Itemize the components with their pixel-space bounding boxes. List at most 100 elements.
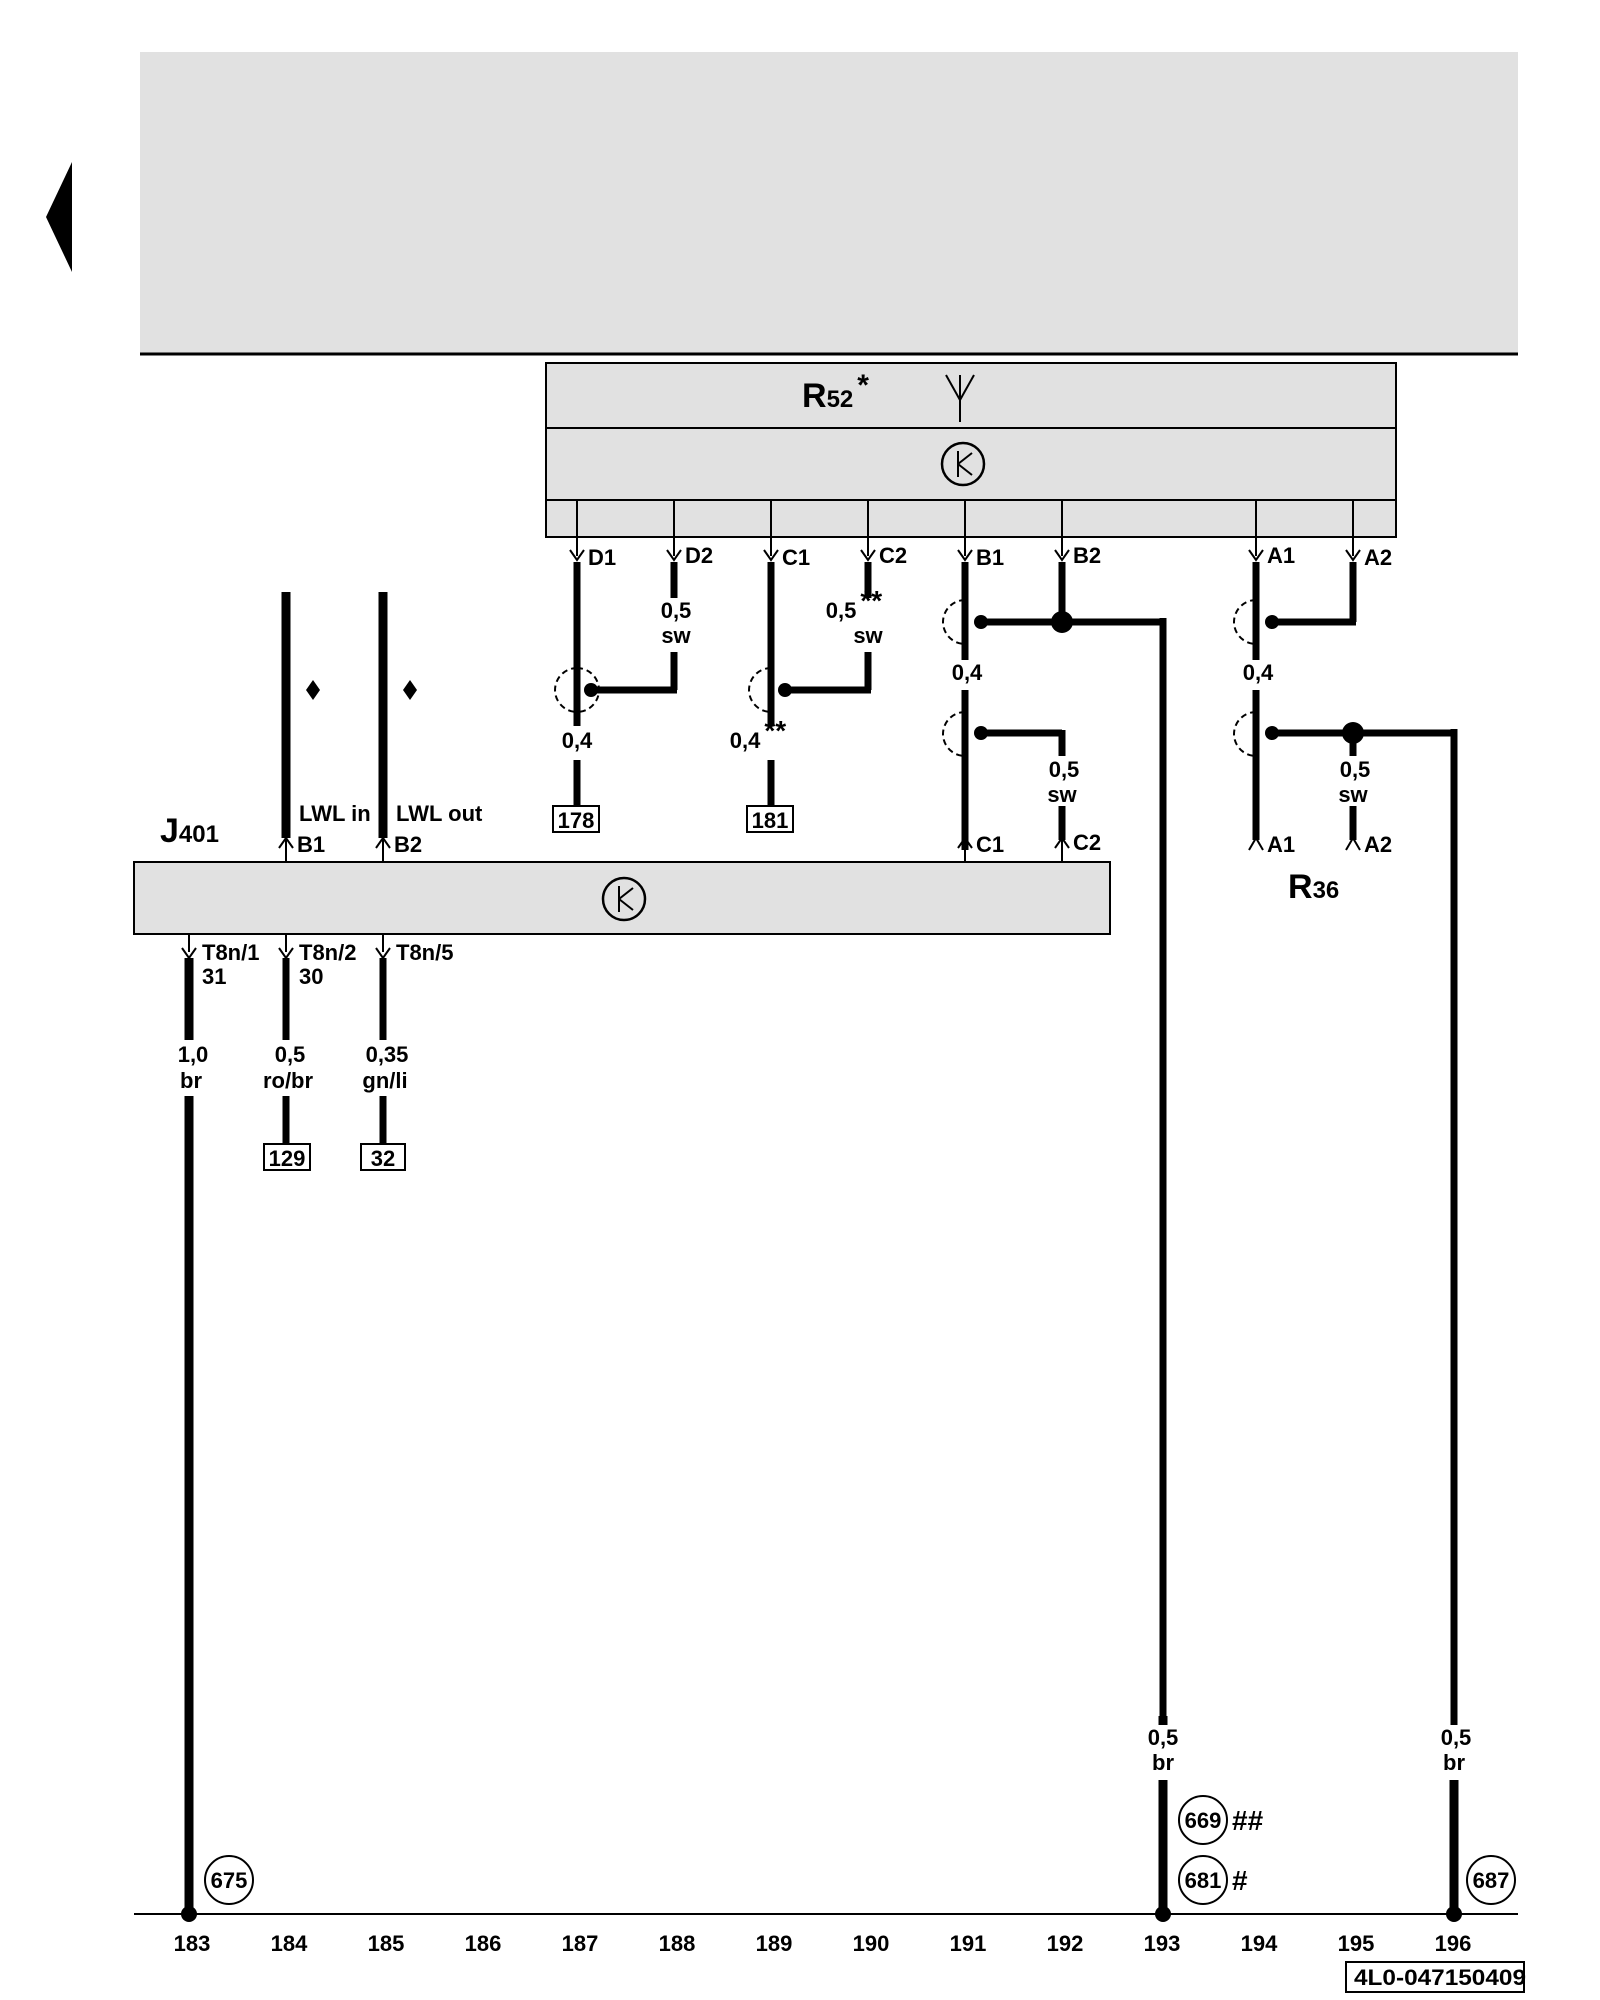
track-number: 185: [368, 1931, 405, 1956]
pin-label: B1: [976, 545, 1004, 570]
pin-label: A1: [1267, 543, 1295, 568]
ground-ref: 687: [1473, 1868, 1510, 1893]
track-number: 195: [1338, 1931, 1375, 1956]
wires-d: 0,4 0,5 sw 178: [552, 562, 692, 833]
wires-b: 0,4 0,5 sw C1 C2: [942, 562, 1167, 1725]
wire-size: 0,4: [1243, 660, 1274, 685]
pin-label: C1: [782, 545, 810, 570]
wire-color: sw: [1338, 782, 1368, 807]
ground-ref: 681: [1185, 1868, 1222, 1893]
ground-mark: #: [1232, 1865, 1248, 1896]
ground-ref: 675: [211, 1868, 248, 1893]
wire-size: 1,0: [178, 1042, 209, 1067]
r36-label-sub: 36: [1313, 877, 1340, 904]
control-unit-icon: [940, 441, 986, 487]
pin-label: B1: [297, 832, 325, 857]
wire-size: 0,5: [1340, 757, 1371, 782]
track-numbers: 183 184 185 186 187 188 189 190 191 192 193 194 195 1…: [174, 1931, 1472, 1956]
j401-component: J401: [133, 812, 1111, 935]
track-number: 196: [1435, 1931, 1472, 1956]
lwl-lines: LWL in LWL out B1 B2: [278, 592, 483, 862]
svg-text:0,5**: 0,5**: [826, 585, 882, 623]
wire-color: br: [1152, 1750, 1174, 1775]
wire-size: 0,5: [1148, 1725, 1179, 1750]
track-number: 183: [174, 1931, 211, 1956]
track-number: 193: [1144, 1931, 1181, 1956]
svg-text:0,4**: 0,4**: [730, 715, 786, 753]
wire-mark: **: [764, 715, 786, 746]
wire-color: ro/br: [263, 1068, 314, 1093]
wire-size: 0,4: [562, 728, 593, 753]
ground-mark: ##: [1232, 1805, 1264, 1836]
r52-component: R52*: [545, 362, 1397, 538]
wire-color: br: [1443, 1750, 1465, 1775]
lwl-out-label: LWL out: [396, 801, 483, 826]
ref-box: 129: [269, 1146, 306, 1171]
wire-size: 0,4: [952, 660, 983, 685]
r52-label: R: [802, 377, 827, 415]
wire-size: 0,5: [661, 598, 692, 623]
r52-pins: [569, 500, 1361, 562]
r52-label-sub: 52: [827, 386, 854, 413]
wire-size: 0,5: [1441, 1725, 1472, 1750]
wires-c: 0,4** 0,5** sw 181: [730, 562, 884, 833]
wires-a: 0,4 0,5 sw A1 A2 R36: [1233, 562, 1458, 1725]
r52-asterisk: *: [857, 369, 869, 402]
svg-text:R52*: R52*: [802, 369, 869, 415]
pin-label: D1: [588, 545, 616, 570]
pin-label: B2: [394, 832, 422, 857]
wire-color: sw: [661, 623, 691, 648]
wire-size: 0,5: [275, 1042, 306, 1067]
r36-label: R: [1288, 868, 1313, 906]
r52-pin-labels: D1 D2 C1 C2 B1 B2 A1 A2: [588, 543, 1392, 570]
pin-label: C2: [1073, 830, 1101, 855]
wire-size: 0,35: [366, 1042, 409, 1067]
wire-color: sw: [1047, 782, 1077, 807]
pin-label: C2: [879, 543, 907, 568]
pin-label: C1: [976, 832, 1004, 857]
j401-label: J: [160, 812, 179, 850]
pin-label: T8n/5: [396, 940, 453, 965]
j401-t8n-pins: T8n/1 T8n/2 T8n/5 31 30: [181, 934, 453, 989]
pin-label: A2: [1364, 545, 1392, 570]
track-number: 187: [562, 1931, 599, 1956]
wire-size: 0,4: [730, 728, 761, 753]
svg-text:R36: R36: [1288, 868, 1339, 906]
track-number: 190: [853, 1931, 890, 1956]
track-number: 194: [1241, 1931, 1278, 1956]
wires-lower: 0,5 br 0,5 br: [1148, 1716, 1472, 1910]
j401-label-sub: 401: [179, 821, 219, 848]
track-number: 186: [465, 1931, 502, 1956]
wire-color: br: [180, 1068, 202, 1093]
wire-size: 0,5: [826, 598, 857, 623]
wire-color: sw: [853, 623, 883, 648]
ground-ref: 669: [1185, 1808, 1222, 1833]
wires-t8n: 1,0 br 0,5 ro/br 129 0,35 gn/li 32: [178, 958, 409, 1910]
pin-label: A2: [1364, 832, 1392, 857]
header-panel: [140, 52, 1518, 354]
pin-label: T8n/2: [299, 940, 356, 965]
track-number: 192: [1047, 1931, 1084, 1956]
terminal-label: 30: [299, 964, 323, 989]
wire-size: 0,5: [1049, 757, 1080, 782]
svg-text:J401: J401: [160, 812, 219, 850]
pin-label: A1: [1267, 832, 1295, 857]
pin-label: B2: [1073, 543, 1101, 568]
ref-box: 32: [371, 1146, 395, 1171]
pin-label: T8n/1: [202, 940, 259, 965]
track-number: 184: [271, 1931, 308, 1956]
ground-markers: 675 669 ## 681 # 687: [204, 1795, 1516, 1905]
pin-label: D2: [685, 543, 713, 568]
track-number: 188: [659, 1931, 696, 1956]
ref-box: 181: [752, 808, 789, 833]
antenna-icon: [945, 374, 975, 422]
track-number: 189: [756, 1931, 793, 1956]
control-unit-icon: [601, 876, 647, 922]
footer-code: 4L0-047150409: [1354, 1965, 1526, 1990]
terminal-label: 31: [202, 964, 226, 989]
wire-color: gn/li: [362, 1068, 407, 1093]
lwl-in-label: LWL in: [299, 801, 371, 826]
back-arrow-icon[interactable]: [46, 162, 72, 272]
track-number: 191: [950, 1931, 987, 1956]
